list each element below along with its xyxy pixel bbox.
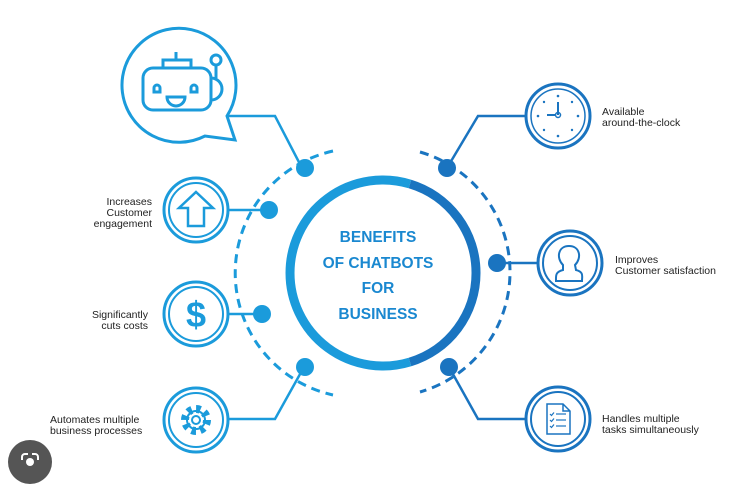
- label-line: cuts costs: [101, 320, 148, 332]
- label-line: business processes: [50, 425, 143, 437]
- central-title: BENEFITS OF CHATBOTS FOR BUSINESS: [298, 225, 458, 327]
- label-line: tasks simultaneously: [602, 424, 699, 436]
- diagram: $: [120, 26, 604, 454]
- benefit-label-costs: Significantly cuts costs: [92, 310, 148, 332]
- central-ring-left: [285, 175, 412, 371]
- label-line: Improves: [615, 254, 659, 266]
- lens-icon: [21, 453, 39, 466]
- label-line: Customer satisfaction: [615, 265, 716, 277]
- label-line: engagement: [93, 218, 152, 230]
- benefit-label-engagement: Increases Customer engagement: [94, 197, 152, 230]
- dashed-arc-left: [233, 149, 334, 397]
- arrow-up-icon: [162, 176, 230, 244]
- title-line: OF CHATBOTS: [322, 254, 434, 272]
- chatbot-bubble-icon: [120, 26, 238, 144]
- label-line: Available: [602, 106, 645, 118]
- dots-left: [253, 159, 314, 376]
- label-line: Customer: [106, 207, 152, 219]
- benefit-label-automates: Automates multiple business processes: [50, 415, 142, 437]
- lens-search-button[interactable]: [8, 440, 52, 484]
- label-line: around-the-clock: [602, 117, 681, 129]
- benefit-label-tasks: Handles multiple tasks simultaneously: [602, 414, 699, 436]
- dollar-icon: $: [162, 280, 230, 348]
- label-line: Automates multiple: [50, 414, 140, 426]
- dots-right: [438, 159, 506, 376]
- benefit-label-satisfaction: Improves Customer satisfaction: [615, 255, 716, 277]
- document-checklist-icon: [524, 385, 592, 453]
- label-line: Significantly: [91, 309, 148, 321]
- label-line: Increases: [106, 196, 152, 208]
- dashed-arc-right: [419, 150, 512, 394]
- benefit-label-available: Available around-the-clock: [602, 107, 680, 129]
- svg-text:$: $: [186, 294, 206, 335]
- title-line: FOR: [361, 280, 395, 297]
- label-line: Handles multiple: [602, 413, 680, 425]
- clock-icon: [524, 82, 592, 150]
- user-icon: [536, 229, 604, 297]
- title-line: BUSINESS: [338, 305, 418, 323]
- title-line: BENEFITS: [339, 229, 417, 246]
- central-ring-right: [408, 179, 481, 367]
- gear-icon: [162, 386, 230, 454]
